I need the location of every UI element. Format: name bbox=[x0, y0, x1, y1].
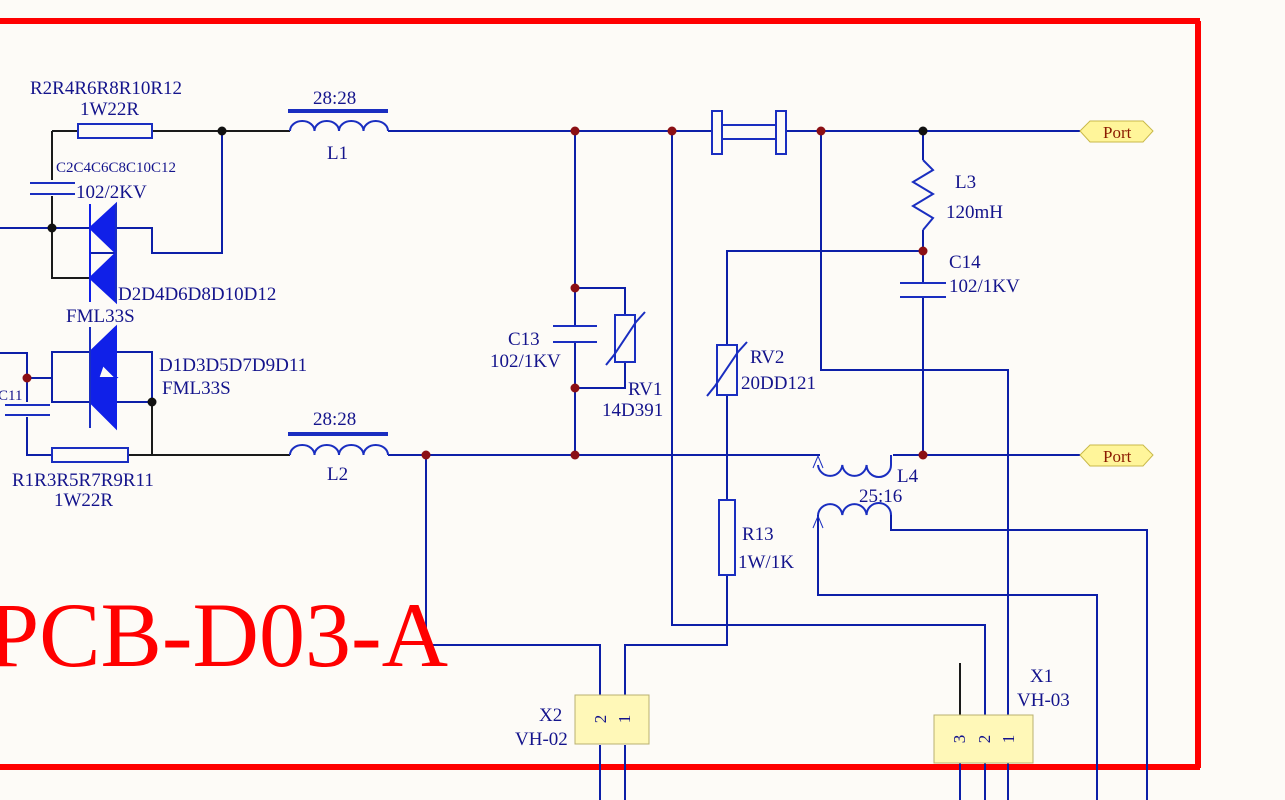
c-top-designator: C2C4C6C8C10C12 bbox=[56, 160, 176, 176]
port-top[interactable]: Port bbox=[1079, 120, 1154, 143]
wire-left-bot-input bbox=[0, 352, 28, 378]
r13-value: 1W/1K bbox=[738, 552, 794, 573]
x1-designator: X1 bbox=[1030, 666, 1053, 687]
rv2-designator: RV2 bbox=[750, 347, 784, 368]
connector-x2[interactable]: 2 1 bbox=[574, 694, 650, 745]
r13-designator: R13 bbox=[742, 524, 774, 545]
c14-value: 102/1KV bbox=[949, 276, 1020, 297]
fuse-top-rail[interactable] bbox=[711, 110, 787, 155]
capacitor-c13[interactable] bbox=[553, 325, 597, 343]
l4-ratio: 25:16 bbox=[859, 486, 902, 507]
capacitor-c14[interactable] bbox=[900, 282, 946, 298]
l4-designator: L4 bbox=[897, 466, 919, 487]
rv2-value: 20DD121 bbox=[741, 373, 816, 394]
capacitor-c-top[interactable] bbox=[30, 182, 75, 195]
wire-dbot-lower bbox=[51, 378, 90, 403]
board-title: PCB-D03-A bbox=[0, 584, 448, 686]
c-top-value: 102/2KV bbox=[76, 182, 147, 203]
junctions bbox=[22, 126, 928, 460]
port-bottom[interactable]: Port bbox=[1079, 444, 1154, 467]
inductor-l2[interactable] bbox=[288, 432, 389, 456]
wire-c11 bbox=[26, 378, 52, 456]
c14-designator: C14 bbox=[949, 252, 981, 273]
r-bot-value: 1W22R bbox=[54, 490, 113, 511]
x2-designator: X2 bbox=[539, 705, 562, 726]
varistor-rv1[interactable] bbox=[605, 311, 646, 366]
wire-x2-leads bbox=[599, 745, 626, 800]
c13-designator: C13 bbox=[508, 329, 540, 350]
d-bot-part: FML33S bbox=[162, 378, 231, 399]
resistor-r13[interactable] bbox=[718, 499, 736, 576]
l2-designator: L2 bbox=[327, 464, 348, 485]
wire-l4-secondary bbox=[817, 515, 1098, 800]
wire-left-top-vertical bbox=[51, 131, 90, 279]
r-bot-designator: R1R3R5R7R9R11 bbox=[12, 470, 154, 491]
d-top-part: FML33S bbox=[66, 306, 135, 327]
c11-designator: C11 bbox=[0, 388, 22, 404]
x1-pin-2: 2 bbox=[975, 735, 994, 744]
rv1-value: 14D391 bbox=[602, 400, 663, 421]
wire-x2-pin2 bbox=[425, 455, 601, 695]
inductor-l1[interactable] bbox=[288, 109, 389, 132]
wires bbox=[0, 130, 1148, 800]
rv1-designator: RV1 bbox=[628, 379, 662, 400]
port-top-label: Port bbox=[1103, 123, 1132, 142]
x1-type: VH-03 bbox=[1017, 690, 1070, 711]
l3-value: 120mH bbox=[946, 202, 1003, 223]
transformer-l4[interactable] bbox=[812, 454, 892, 529]
x1-pin-1: 1 bbox=[999, 735, 1018, 744]
wire-l4-secondary2 bbox=[890, 515, 1148, 800]
diode-stack-top[interactable] bbox=[88, 201, 117, 305]
r-top-value: 1W22R bbox=[80, 99, 139, 120]
l1-ratio: 28:28 bbox=[313, 88, 356, 109]
inductor-l3[interactable] bbox=[911, 159, 935, 231]
x1-pin-3: 3 bbox=[950, 735, 969, 744]
x2-pin-2: 2 bbox=[591, 715, 610, 724]
diode-stack-bottom[interactable] bbox=[88, 324, 119, 431]
l1-designator: L1 bbox=[327, 143, 348, 164]
l2-ratio: 28:28 bbox=[313, 409, 356, 430]
capacitor-c11[interactable] bbox=[5, 404, 50, 416]
wire-fuse-left-drop bbox=[671, 131, 986, 715]
wire-c13-rv1 bbox=[574, 131, 626, 455]
x2-type: VH-02 bbox=[515, 729, 568, 750]
r-top-designator: R2R4R6R8R10R12 bbox=[30, 78, 182, 99]
port-bottom-label: Port bbox=[1103, 447, 1132, 466]
varistor-rv2[interactable] bbox=[706, 341, 748, 397]
l3-designator: L3 bbox=[955, 172, 976, 193]
d-top-designator: D2D4D6D8D10D12 bbox=[118, 284, 276, 305]
x2-pin-1: 1 bbox=[615, 715, 634, 724]
wire-rv2-r13 bbox=[624, 250, 923, 695]
resistor-r-bottom[interactable] bbox=[51, 447, 129, 463]
c13-value: 102/1KV bbox=[490, 351, 561, 372]
resistor-r-top[interactable] bbox=[77, 123, 153, 139]
d-bot-designator: D1D3D5D7D9D11 bbox=[159, 355, 307, 376]
wire-x1-leads bbox=[959, 763, 1009, 800]
wire-bot-rail-left bbox=[128, 402, 290, 456]
connector-x1[interactable]: 3 2 1 bbox=[933, 714, 1034, 764]
